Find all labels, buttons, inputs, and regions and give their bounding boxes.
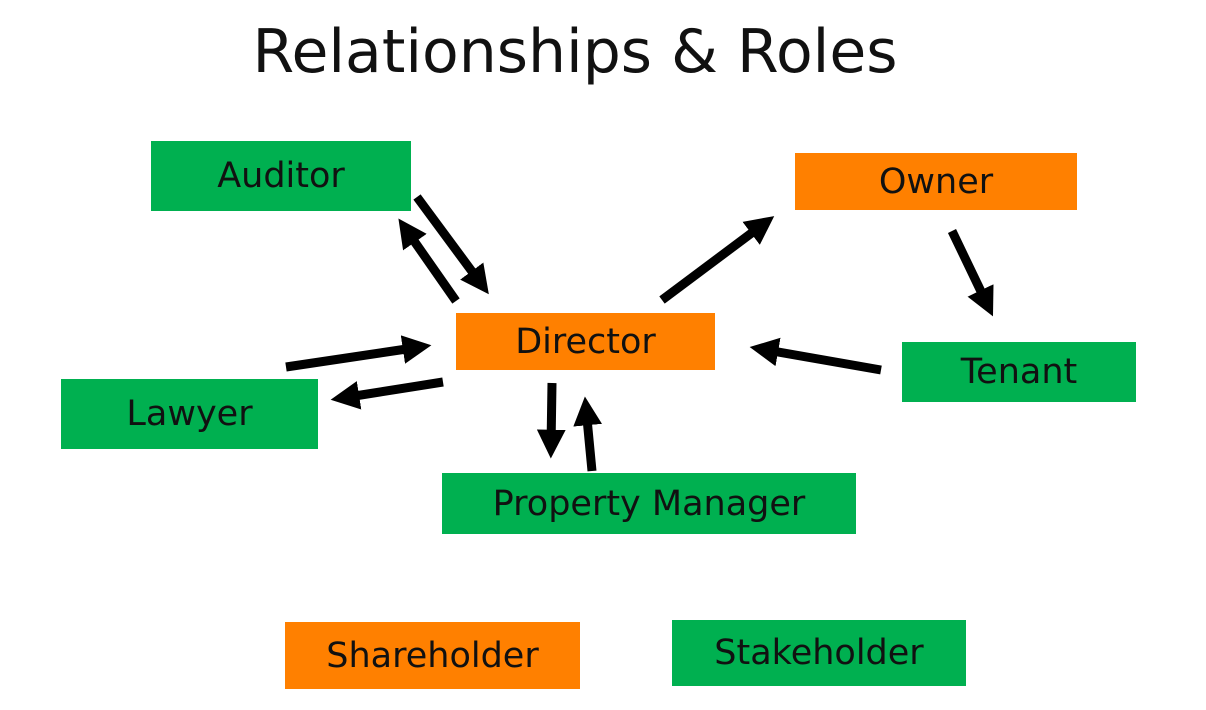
arrow-auditor-to-director (413, 194, 489, 295)
arrow-director-to-auditor (398, 218, 460, 304)
arrow-director-to-owner (659, 216, 775, 304)
arrow-property-manager-to-director (573, 396, 602, 472)
node-owner: Owner (795, 153, 1077, 210)
node-director: Director (456, 313, 715, 370)
arrow-tenant-to-director (749, 337, 882, 375)
node-lawyer: Lawyer (61, 379, 318, 449)
node-property-manager: Property Manager (442, 473, 856, 534)
arrow-lawyer-to-director (285, 335, 432, 372)
arrow-director-to-lawyer (330, 377, 444, 410)
node-shareholder: Shareholder (285, 622, 580, 689)
node-stakeholder: Stakeholder (672, 620, 966, 686)
node-tenant: Tenant (902, 342, 1136, 402)
node-auditor: Auditor (151, 141, 411, 211)
page-title: Relationships & Roles (252, 17, 898, 87)
arrow-director-to-property-manager (536, 382, 566, 459)
arrow-owner-to-tenant (947, 229, 994, 317)
